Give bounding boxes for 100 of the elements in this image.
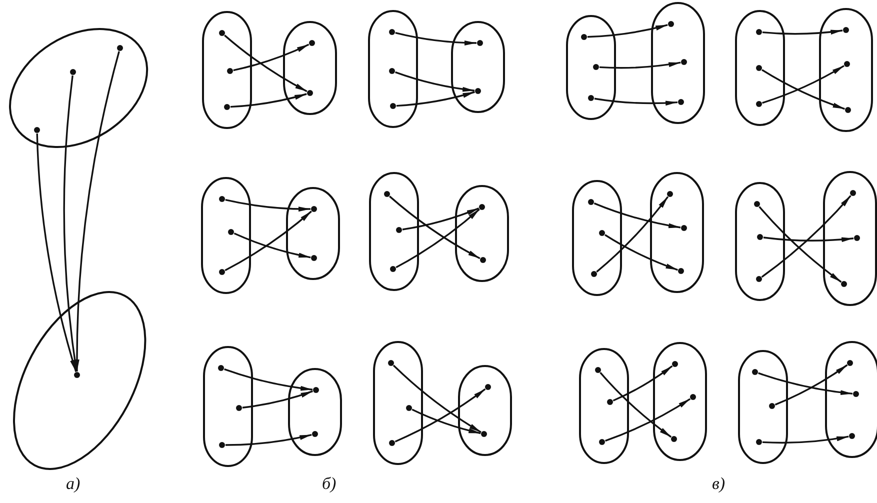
point-dot bbox=[756, 101, 762, 107]
point-dot bbox=[754, 201, 760, 207]
arrow bbox=[762, 30, 843, 35]
point-dot bbox=[228, 229, 234, 235]
point-dot bbox=[70, 68, 76, 75]
set-oval bbox=[14, 292, 146, 468]
point-dot bbox=[690, 394, 696, 400]
point-dot bbox=[588, 95, 594, 101]
point-dot bbox=[477, 40, 483, 46]
point-dot bbox=[678, 99, 684, 105]
point-dot bbox=[309, 40, 315, 46]
point-dot bbox=[840, 281, 847, 287]
point-dot bbox=[848, 433, 855, 439]
point-dot bbox=[475, 88, 481, 94]
point-dot bbox=[598, 439, 605, 445]
point-dot bbox=[756, 276, 762, 282]
point-dot bbox=[844, 61, 850, 67]
panel-label: в) bbox=[712, 474, 726, 494]
arrow bbox=[234, 232, 311, 258]
arrow bbox=[762, 65, 844, 104]
arrow bbox=[762, 436, 849, 444]
arrow bbox=[402, 208, 480, 230]
point-dot bbox=[666, 191, 673, 197]
arrow bbox=[395, 71, 475, 92]
point-dot bbox=[116, 44, 123, 51]
point-dot bbox=[680, 59, 687, 65]
point-dot bbox=[852, 391, 859, 397]
point-dot bbox=[311, 255, 317, 261]
point-dot bbox=[307, 90, 313, 96]
point-dot bbox=[218, 442, 225, 448]
point-dot bbox=[388, 68, 395, 74]
point-dot bbox=[479, 204, 485, 210]
arrow bbox=[587, 24, 668, 38]
point-dot bbox=[752, 369, 758, 375]
arrow bbox=[604, 234, 678, 271]
point-dot bbox=[388, 360, 394, 366]
point-dot bbox=[396, 227, 402, 233]
point-dot bbox=[74, 372, 80, 378]
arrow bbox=[599, 62, 681, 69]
point-dot bbox=[854, 235, 860, 241]
point-dot bbox=[481, 431, 487, 437]
point-dot bbox=[236, 405, 242, 411]
arrow bbox=[596, 196, 669, 272]
arrow bbox=[233, 44, 310, 72]
arrow bbox=[395, 32, 477, 46]
point-dot bbox=[313, 387, 319, 393]
arrow bbox=[396, 91, 475, 107]
point-dot bbox=[594, 367, 601, 373]
point-dot bbox=[34, 126, 40, 133]
arrow bbox=[763, 236, 854, 242]
point-dot bbox=[606, 399, 613, 405]
point-dot bbox=[845, 107, 851, 113]
point-dot bbox=[756, 29, 762, 35]
point-dot bbox=[843, 27, 849, 33]
point-dot bbox=[756, 439, 762, 445]
arrow bbox=[762, 69, 845, 110]
arrow bbox=[774, 364, 848, 406]
point-dot bbox=[390, 103, 396, 109]
point-dot bbox=[756, 234, 763, 240]
point-dot bbox=[406, 405, 412, 411]
point-dot bbox=[598, 230, 605, 236]
point-dot bbox=[226, 68, 233, 74]
arrow bbox=[242, 390, 313, 408]
point-dot bbox=[219, 269, 225, 275]
arrow bbox=[412, 408, 481, 434]
set-oval bbox=[10, 28, 148, 147]
arrow bbox=[396, 208, 480, 268]
point-dot bbox=[580, 34, 587, 40]
point-dot bbox=[756, 65, 762, 71]
point-dot bbox=[592, 64, 599, 70]
arrow bbox=[605, 398, 691, 442]
point-dot bbox=[668, 21, 674, 27]
point-dot bbox=[480, 257, 486, 263]
point-dot bbox=[224, 104, 230, 110]
arrow bbox=[612, 365, 673, 402]
point-dot bbox=[390, 266, 396, 272]
point-dot bbox=[769, 403, 775, 409]
panel-label: б) bbox=[322, 474, 336, 494]
point-dot bbox=[590, 271, 597, 277]
point-dot bbox=[850, 190, 856, 196]
point-dot bbox=[218, 30, 225, 36]
point-dot bbox=[485, 384, 491, 390]
point-dot bbox=[670, 436, 677, 442]
point-dot bbox=[678, 268, 684, 274]
arrow bbox=[74, 51, 120, 372]
arrow bbox=[63, 75, 78, 372]
point-dot bbox=[388, 440, 395, 446]
point-dot bbox=[219, 196, 225, 202]
arrow bbox=[36, 133, 77, 372]
arrow bbox=[594, 98, 678, 106]
arrow bbox=[230, 93, 307, 108]
point-dot bbox=[311, 206, 317, 212]
point-dot bbox=[384, 191, 390, 197]
point-dot bbox=[846, 360, 853, 366]
point-dot bbox=[672, 361, 678, 367]
panel-label: а) bbox=[66, 474, 80, 494]
point-dot bbox=[218, 365, 224, 371]
point-dot bbox=[388, 29, 395, 35]
point-dot bbox=[680, 225, 687, 231]
arrow bbox=[761, 195, 852, 278]
